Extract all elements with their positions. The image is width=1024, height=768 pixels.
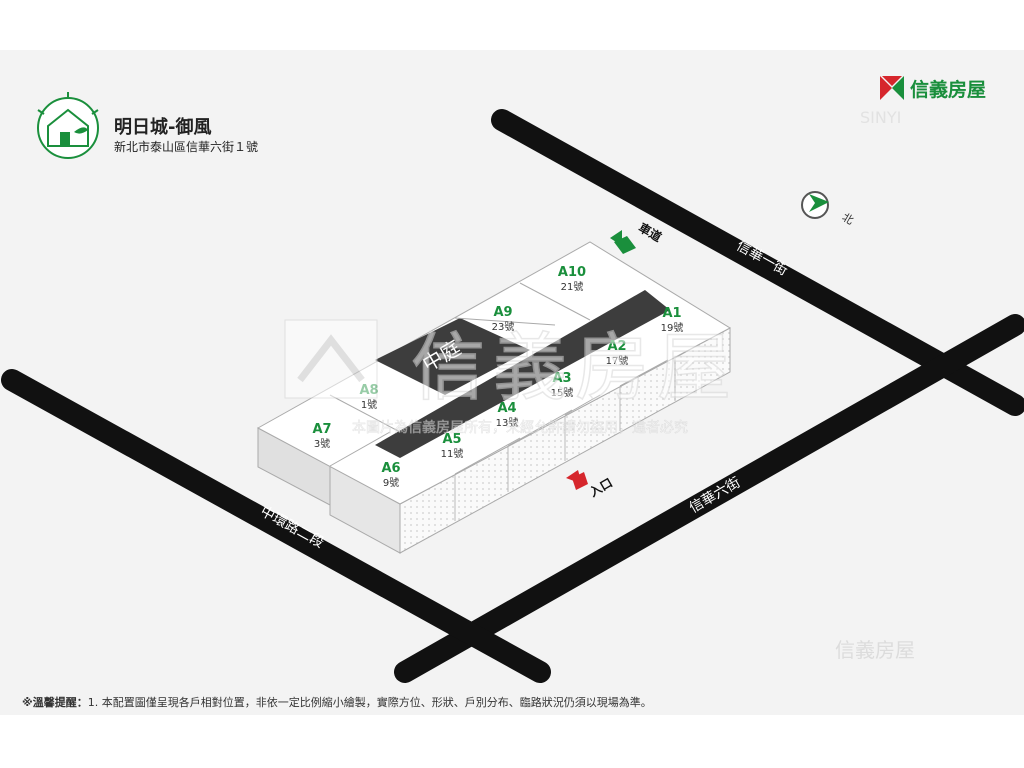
brand-watermark-bottom: 信義房屋 [835, 638, 915, 662]
brand-watermark-latin: SINYI [860, 108, 901, 127]
unit-a4-id: A4 [497, 401, 516, 416]
entrance-label: 入口 [587, 475, 615, 499]
courtyard [375, 290, 670, 458]
unit-a6-id: A6 [381, 461, 400, 476]
unit-a5-number: 11號 [441, 447, 464, 460]
brand-name: 信義房屋 [910, 78, 986, 101]
project-name: 明日城-御風 [114, 116, 211, 138]
unit-a1-number: 19號 [661, 321, 684, 334]
house-leaf-logo-icon [37, 92, 99, 159]
unit-a5-id: A5 [442, 432, 461, 447]
watermark-brand-text: 信義房屋 [411, 325, 739, 411]
road-xinhua-6 [394, 314, 1024, 683]
unit-a10-number: 21號 [561, 280, 584, 293]
disclaimer-text: 1. 本配置圖僅呈現各戶相對位置，非依一定比例縮小繪製，實際方位、形狀、戶別分布… [87, 696, 652, 709]
roads [1, 109, 1024, 683]
building-block [256, 241, 732, 554]
unit-a7-number: 3號 [314, 437, 330, 450]
unit-a8-number: 1號 [361, 398, 377, 411]
unit-a9-id: A9 [493, 305, 512, 320]
unit-a1-id: A1 [662, 306, 681, 321]
unit-a4-number: 13號 [496, 416, 519, 429]
disclaimer-note: ※溫馨提醒：1. 本配置圖僅呈現各戶相對位置，非依一定比例縮小繪製，實際方位、形… [22, 694, 652, 710]
unit-a9-number: 23號 [492, 320, 515, 333]
unit-a7-id: A7 [312, 422, 331, 437]
entrance-arrow-icon [566, 470, 588, 490]
unit-a6-number: 9號 [383, 476, 399, 489]
road-xinhua-1 [491, 109, 1024, 416]
north-compass-icon [801, 191, 829, 219]
road-zhonghuan-2 [1, 369, 551, 683]
unit-a2-number: 17號 [606, 354, 629, 367]
unit-a3-id: A3 [552, 371, 571, 386]
disclaimer-prefix: ※溫馨提醒： [22, 696, 88, 709]
north-label: 北 [840, 211, 856, 228]
unit-a2-id: A2 [607, 339, 626, 354]
brand-watermark: 信義房屋 本圖片為信義房屋所有，未經允許請勿盜用，違者必究 [284, 319, 739, 436]
unit-a3-number: 15號 [551, 386, 574, 399]
brand-logo-icon [880, 76, 904, 100]
driveway-label: 車道 [636, 220, 664, 245]
watermark-notice: 本圖片為信義房屋所有，未經允許請勿盜用，違者必究 [352, 419, 688, 436]
project-address: 新北市泰山區信華六街１號 [114, 139, 258, 154]
driveway-arrow-icon [610, 230, 636, 254]
unit-a10-id: A10 [558, 265, 586, 280]
